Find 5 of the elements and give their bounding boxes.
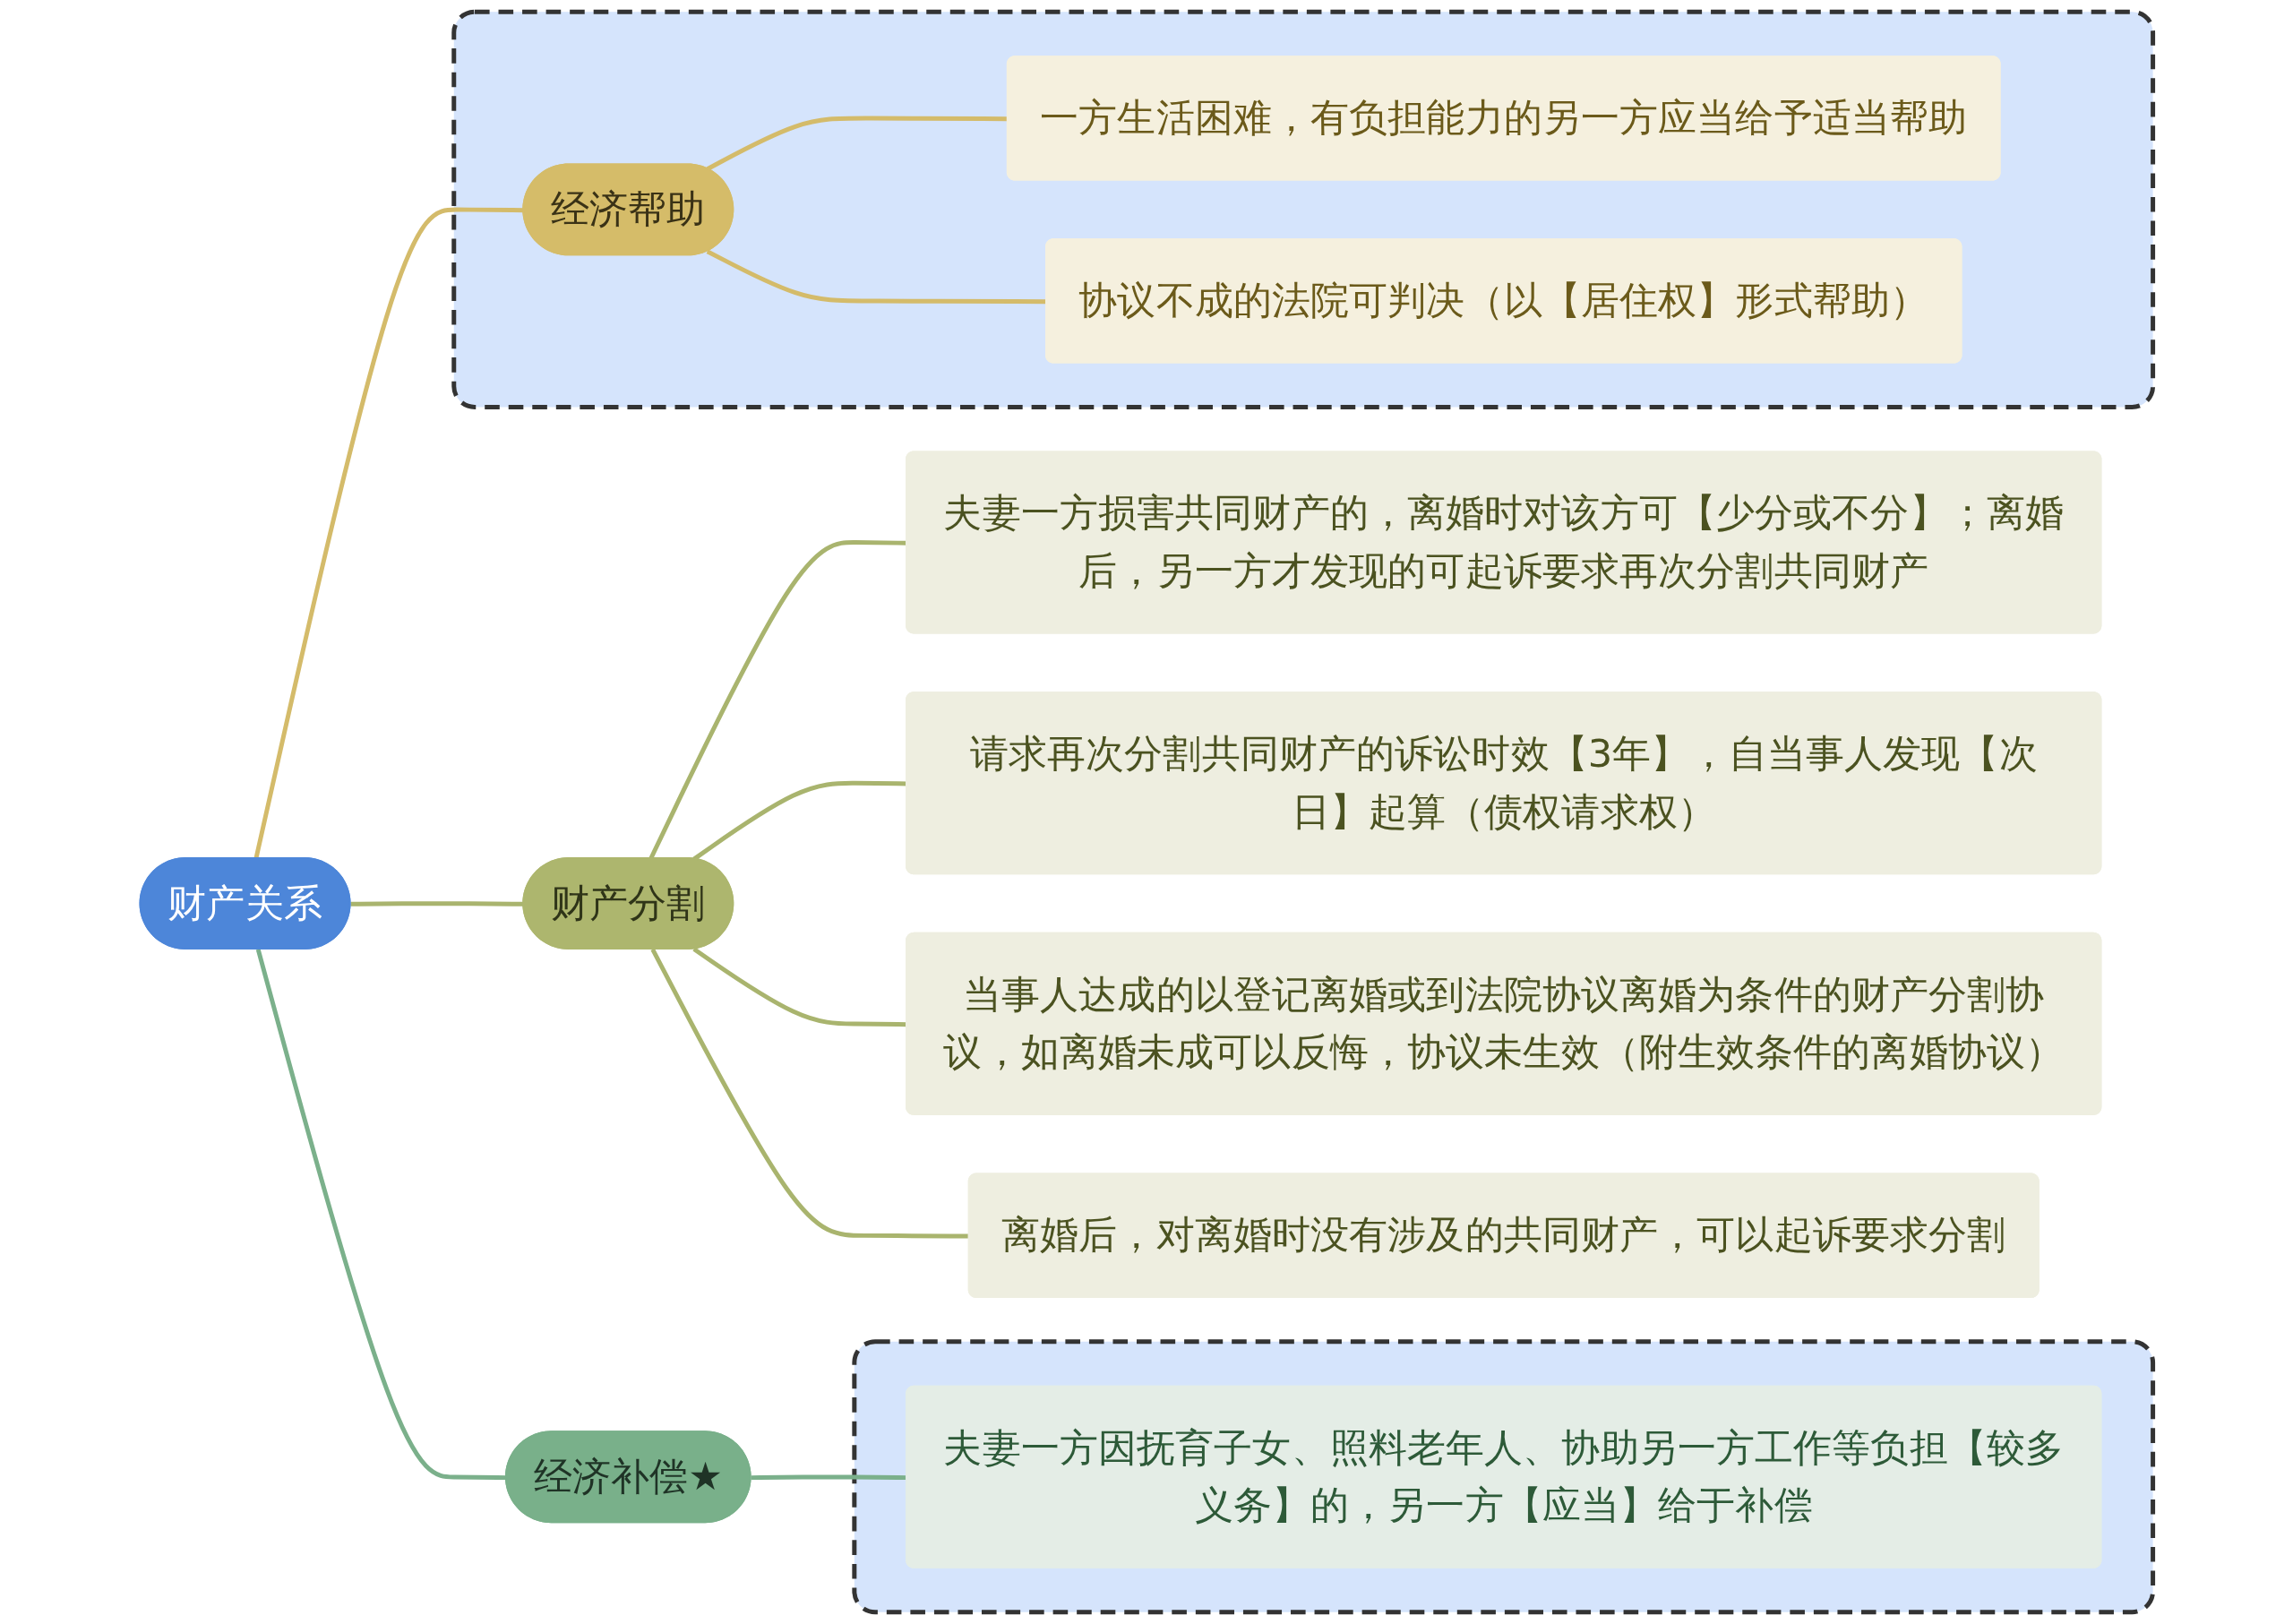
cluster [852,1339,2156,1615]
connector [692,947,907,1027]
cluster [451,9,2156,409]
connector [648,540,907,860]
connector [350,901,524,907]
